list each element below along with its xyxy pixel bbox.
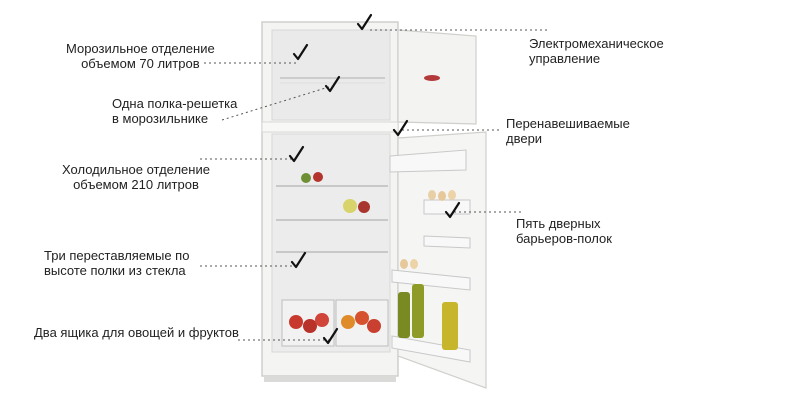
- check-icon: [292, 43, 309, 61]
- door-shelf: [389, 149, 467, 173]
- label-freezer-shelf: Одна полка-решетка в морозильнике: [112, 96, 238, 126]
- food-item: [289, 315, 303, 329]
- bottle: [398, 292, 410, 338]
- check-icon: [444, 201, 461, 219]
- check-icon: [392, 119, 409, 137]
- food-item: [341, 315, 355, 329]
- food-item: [303, 319, 317, 333]
- label-drawers: Два ящика для овощей и фруктов: [34, 325, 239, 340]
- label-glass-shelves: Три переставляемые по высоте полки из ст…: [44, 248, 190, 278]
- food-item: [355, 311, 369, 325]
- food-item: [448, 190, 456, 200]
- door-shelf: [391, 269, 471, 291]
- food-item: [358, 201, 370, 213]
- leader-line: [221, 85, 333, 121]
- food-item: [410, 259, 418, 269]
- label-door-shelves: Пять дверных барьеров-полок: [516, 216, 612, 246]
- bottle: [442, 302, 458, 350]
- food-item: [315, 313, 329, 327]
- food-item: [428, 190, 436, 200]
- brand-emblem: [424, 75, 440, 81]
- food-item: [343, 199, 357, 213]
- label-doors: Перенавешиваемые двери: [506, 116, 630, 146]
- check-icon: [290, 251, 307, 269]
- food-item: [367, 319, 381, 333]
- check-icon: [324, 75, 341, 93]
- label-control: Электромеханическое управление: [529, 36, 664, 66]
- food-item: [400, 259, 408, 269]
- label-freezer-volume: Морозильное отделение объемом 70 литров: [66, 41, 215, 71]
- compartment-divider: [261, 121, 399, 133]
- food-item: [438, 191, 446, 201]
- check-icon: [356, 13, 373, 31]
- check-icon: [322, 327, 339, 345]
- door-shelf: [423, 235, 471, 249]
- food-item: [301, 173, 311, 183]
- food-item: [313, 172, 323, 182]
- bottle: [412, 284, 424, 338]
- check-icon: [288, 145, 305, 163]
- label-fridge-volume: Холодильное отделение объемом 210 литров: [62, 162, 210, 192]
- fridge-base: [264, 376, 396, 382]
- freezer-cavity: [271, 29, 391, 121]
